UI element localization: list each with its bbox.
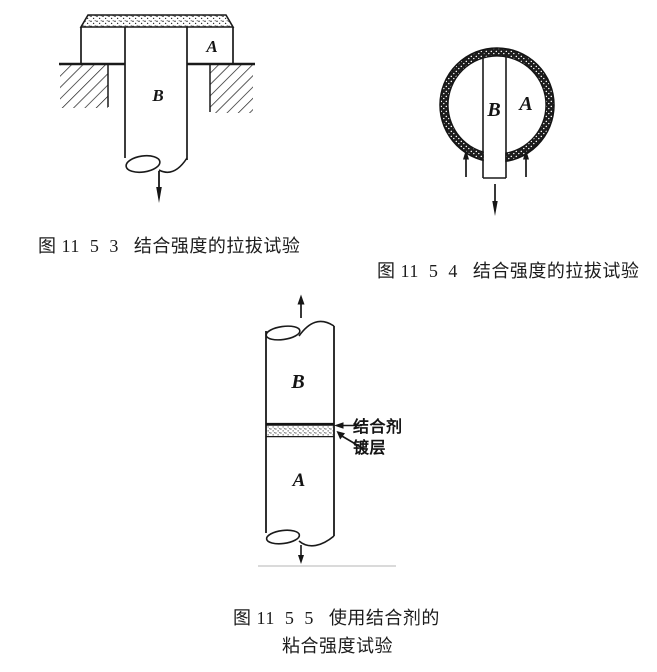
rod-top-break-edge	[265, 320, 335, 341]
figure-11-5-5-caption-line2: 粘合强度试验	[282, 636, 393, 656]
figure-11-5-4-caption: 图 11 5 4 结合强度的拉拔试验	[377, 261, 640, 281]
pull-arrow-down-icon	[156, 171, 162, 203]
adhesive-callout-arrow-icon	[334, 422, 362, 429]
plating-callout-arrow-icon	[336, 431, 365, 450]
stud-b-sides	[124, 27, 188, 160]
lower-rod-a-label: A	[292, 470, 306, 491]
rod-b-body	[483, 98, 506, 178]
disc-a-label: A	[517, 93, 532, 115]
pull-arrow-down-icon	[298, 545, 304, 564]
block-a-face	[80, 27, 234, 64]
reaction-arrow-up-left-icon	[463, 149, 469, 177]
coating-layer-slab	[79, 14, 235, 28]
specimen-b-label: B	[151, 86, 163, 105]
pull-arrow-down-icon	[492, 184, 498, 216]
ground-hatch-right	[210, 65, 253, 113]
adhesive-callout-label: 结合剂	[352, 417, 403, 436]
figure-11-5-3-diagram: A B	[59, 14, 255, 203]
rod-b-outline	[482, 52, 507, 179]
figure-11-5-5-caption-line1: 图 11 5 5 使用结合剂的	[233, 608, 440, 628]
upper-rod-b-label: B	[290, 371, 304, 393]
plating-callout-label: 镀层	[353, 438, 386, 457]
rod-sides	[265, 326, 335, 536]
reaction-arrow-up-right-icon	[523, 149, 529, 177]
figure-11-5-4-diagram: B A	[439, 47, 555, 216]
stud-b-break-edge	[125, 154, 188, 174]
figure-11-5-3-caption: 图 11 5 3 结合强度的拉拔试验	[38, 236, 301, 256]
rod-bottom-break-edge	[265, 529, 335, 547]
pull-arrow-up-icon	[297, 294, 305, 318]
figure-11-5-5-diagram: 结合剂 镀层 B A	[258, 294, 403, 567]
specimen-a-label: A	[205, 37, 217, 56]
bond-joint-band	[266, 422, 334, 438]
ground-hatch-left	[60, 65, 108, 108]
rod-b-label: B	[486, 99, 500, 121]
